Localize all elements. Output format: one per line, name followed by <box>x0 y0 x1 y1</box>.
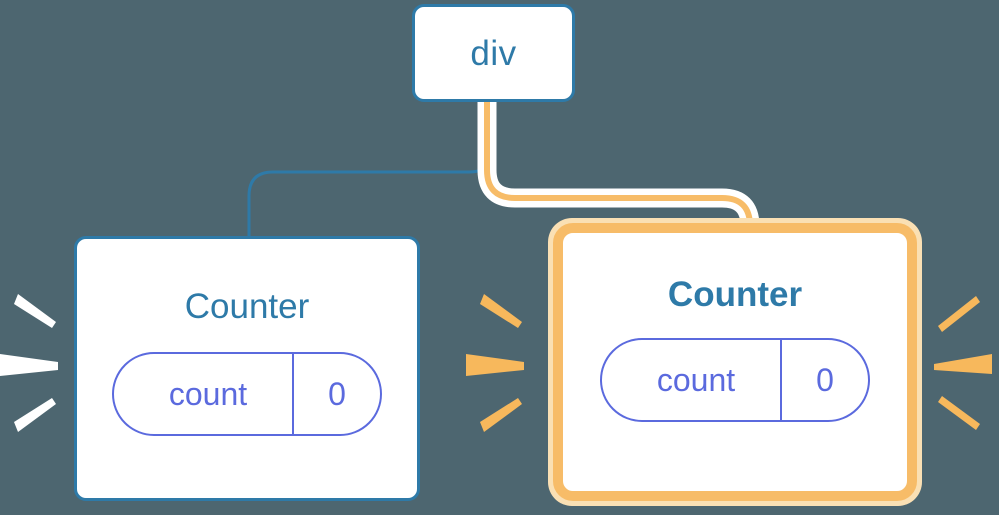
sparkle-wedge-icon <box>14 294 56 328</box>
sparkle-wedge-icon <box>466 354 524 376</box>
sparkle-burst-orange-right <box>934 296 992 430</box>
node-counter-right-highlight[interactable]: Counter count 0 <box>548 218 922 506</box>
edge-div-to-counter-left <box>247 101 495 236</box>
sparkle-wedge-icon <box>938 296 980 332</box>
node-div[interactable]: div <box>412 4 575 102</box>
node-counter-left-label: Counter <box>184 287 310 326</box>
sparkle-wedge-icon <box>480 294 522 328</box>
sparkle-burst-orange-middle <box>466 294 524 432</box>
sparkle-wedge-icon <box>14 398 56 432</box>
state-key-count: count <box>168 376 248 412</box>
state-value-count: 0 <box>292 354 380 434</box>
node-div-label: div <box>470 33 517 73</box>
state-key-count: count <box>656 362 736 398</box>
sparkle-wedge-icon <box>0 354 58 376</box>
sparkle-burst-white-left <box>0 294 58 432</box>
state-value-count: 0 <box>780 340 868 420</box>
node-counter-left[interactable]: Counter count 0 <box>74 236 420 501</box>
sparkle-wedge-icon <box>480 398 522 432</box>
sparkle-wedge-icon <box>934 354 992 374</box>
state-pill-counter-left[interactable]: count 0 <box>112 352 382 436</box>
node-counter-right[interactable]: Counter count 0 <box>553 223 917 501</box>
state-pill-counter-right[interactable]: count 0 <box>600 338 870 422</box>
sparkle-wedge-icon <box>938 396 980 430</box>
node-counter-right-label: Counter <box>667 275 803 314</box>
